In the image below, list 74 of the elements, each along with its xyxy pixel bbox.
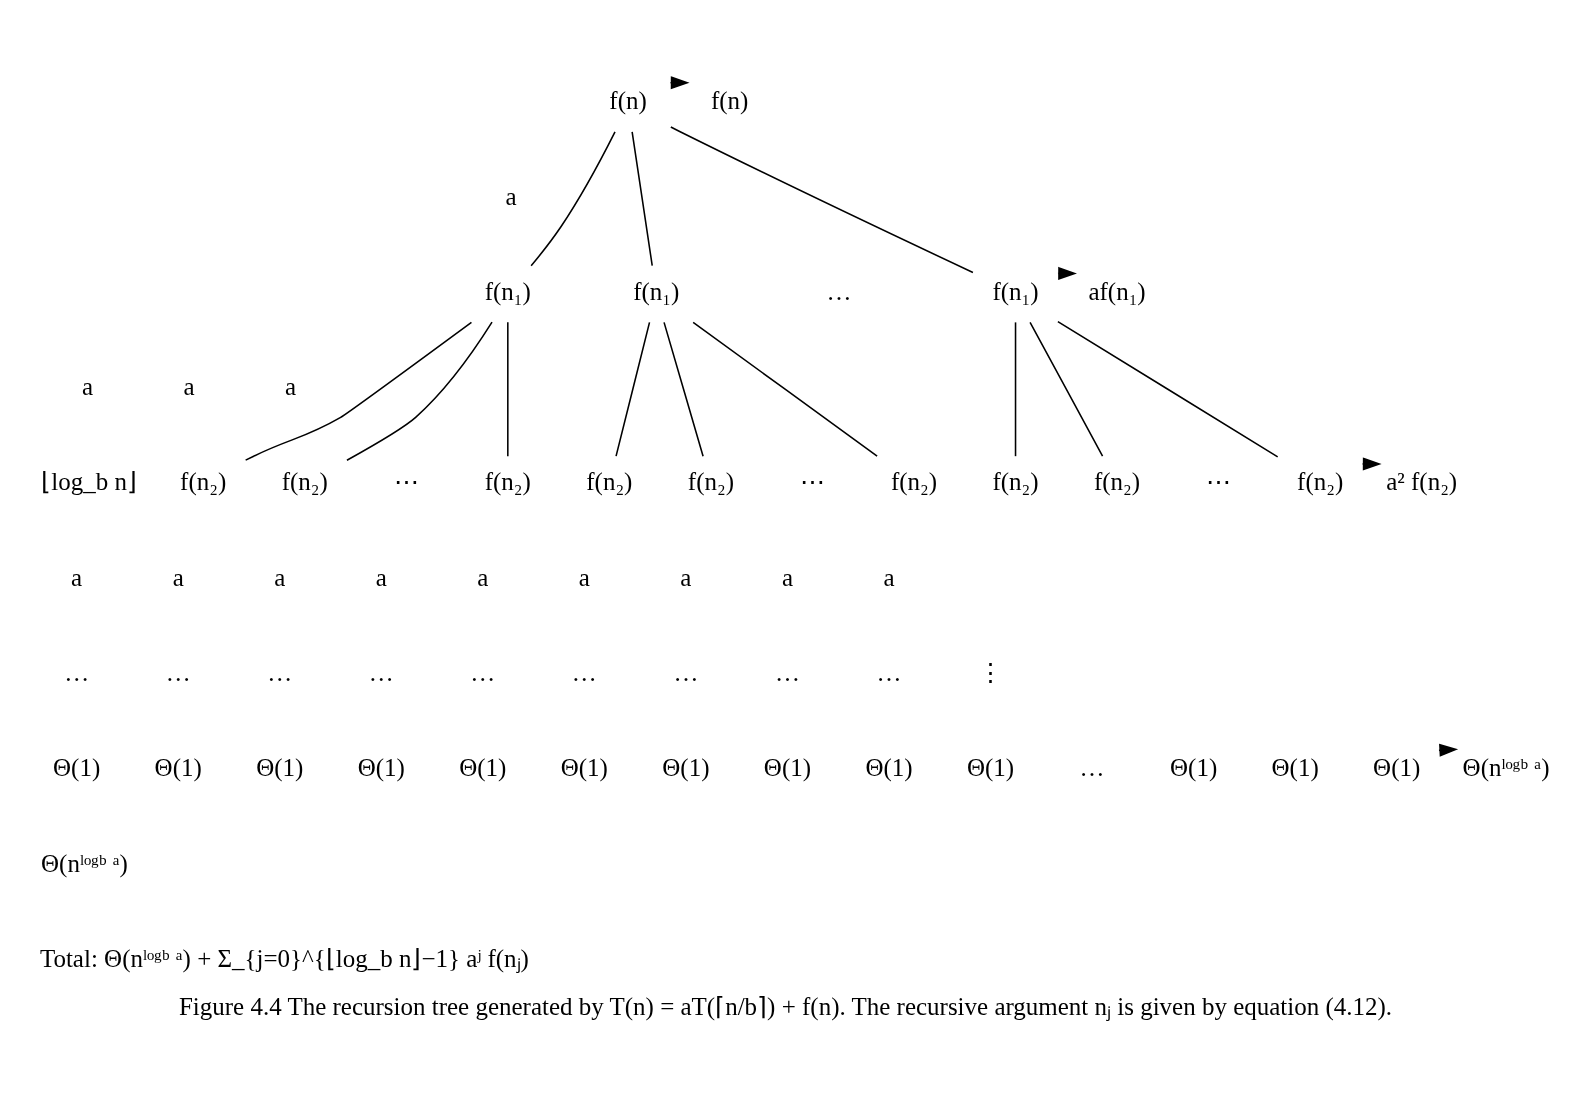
node-text: Θ(1) [662, 753, 710, 781]
label: a [505, 182, 517, 210]
node-text: f(n₂) [1093, 467, 1141, 495]
connector [346, 320, 493, 461]
node-text: Θ(1) [256, 753, 304, 781]
connector [1014, 321, 1017, 457]
node-text: f(n₁) [633, 277, 680, 305]
connector [692, 321, 878, 457]
label: a [183, 372, 195, 400]
label: a [883, 563, 895, 591]
label: a [680, 563, 692, 591]
connector [663, 321, 704, 457]
node-text: f(n₁) [484, 277, 531, 305]
label: … [774, 658, 800, 686]
node-text: af(n₁) [1088, 277, 1146, 305]
node-text: Θ(1) [1271, 753, 1319, 781]
node-text: Θ(1) [53, 753, 101, 781]
label: ⋯ [799, 467, 825, 495]
node-text: f(n₂) [180, 467, 227, 495]
node-text: f(n₂) [890, 467, 938, 495]
node-text: Θ(1) [154, 753, 202, 781]
caption: Figure 4.4 The recursion tree generated by T(n) = aT(⌈n/b⌉) + f(n). The recursive argument nⱼ is given by equation (4.12). [178, 992, 1393, 1020]
connector [1029, 321, 1104, 457]
label: … [571, 658, 597, 686]
connector [615, 321, 651, 457]
label: … [368, 658, 394, 686]
node-text: f(n) [710, 86, 749, 114]
connector [244, 321, 473, 461]
node-text: Θ(1) [357, 753, 405, 781]
label: … [1079, 753, 1105, 781]
node-text: a² f(n₂) [1386, 467, 1458, 495]
label: a [285, 372, 297, 400]
label: a [82, 372, 94, 400]
label: a [781, 563, 793, 591]
label: … [470, 658, 496, 686]
connector [507, 321, 509, 457]
label: a [71, 563, 83, 591]
node-text: Θ(1) [865, 753, 913, 781]
node-text: Θ(1) [560, 753, 608, 781]
connector [1057, 320, 1279, 458]
label: … [876, 658, 902, 686]
node-text: f(n₂) [687, 467, 734, 495]
node-text: Θ(1) [459, 753, 507, 781]
label: a [477, 563, 489, 591]
node-text: f(n) [609, 86, 647, 114]
label: a [274, 563, 286, 591]
label: a [375, 563, 387, 591]
label: ⋯ [393, 467, 419, 495]
label: Θ(nˡᵒᵍᵇ ᵃ) [41, 849, 128, 877]
label: ⌊log_b n⌋ [41, 467, 137, 495]
connector [530, 130, 616, 267]
label: ⋮ [978, 658, 1004, 686]
label: … [826, 277, 852, 305]
node-text: Θ(1) [1373, 753, 1421, 781]
node-text: Θ(nˡᵒᵍᵇ ᵃ) [1462, 753, 1550, 781]
node-text: Θ(1) [763, 753, 812, 781]
label: … [673, 658, 699, 686]
node-text: Θ(1) [966, 753, 1015, 781]
label: … [64, 658, 90, 686]
label: a [578, 563, 590, 591]
node-text: f(n₂) [992, 467, 1039, 495]
connector [670, 125, 974, 273]
label: … [165, 658, 191, 686]
connector [631, 130, 653, 266]
node-text: f(n₂) [484, 467, 531, 495]
node-text: Θ(1) [1170, 753, 1218, 781]
label: ⋯ [1206, 467, 1232, 495]
node-text: f(n₂) [1297, 467, 1344, 495]
label: Total: Θ(nˡᵒᵍᵇ ᵃ) + Σ_{j=0}^{⌊log_b n⌋−1} aʲ f(nⱼ) [39, 944, 529, 972]
label: … [267, 658, 293, 686]
node-text: f(n₁) [992, 277, 1039, 305]
label: a [172, 563, 184, 591]
node-text: f(n₂) [586, 467, 633, 495]
node-text: f(n₂) [281, 467, 328, 495]
